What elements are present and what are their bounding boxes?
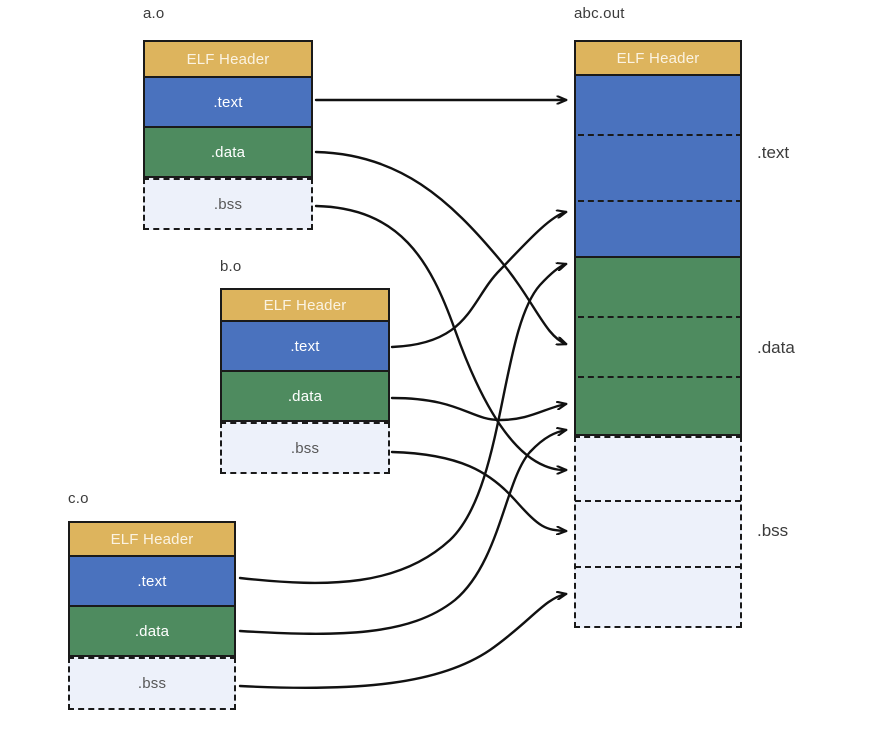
a-o-data-section: .data <box>143 128 313 178</box>
b-o-text-section: .text <box>220 322 390 372</box>
module-title-abc-out: abc.out <box>574 5 625 22</box>
module-title-c-o: c.o <box>68 490 89 507</box>
arrow-co-bss <box>238 594 566 690</box>
abc-out-data-section <box>574 258 742 436</box>
arrow-bo-bss <box>390 450 566 531</box>
output-label-bss: .bss <box>757 521 789 540</box>
abc-out-text-divider-1 <box>578 134 742 136</box>
b-o-data-section: .data <box>220 372 390 422</box>
abc-out-text-section <box>574 76 742 258</box>
output-label-text: .text <box>757 143 790 162</box>
b-o-elf-header: ELF Header <box>220 288 390 322</box>
abc-out-data-divider-2 <box>578 376 742 378</box>
c-o-text-section: .text <box>68 557 236 607</box>
arrow-bo-data <box>390 396 566 422</box>
c-o-bss-section: .bss <box>68 657 236 710</box>
abc-out-bss-section <box>574 436 742 628</box>
arrow-ao-bss <box>314 204 566 470</box>
abc-out-bss-divider-1 <box>575 500 741 502</box>
module-title-a-o: a.o <box>143 5 165 22</box>
abc-out-text-divider-2 <box>578 200 742 202</box>
module-c-o[interactable]: ELF Header .text .data .bss <box>68 521 236 711</box>
arrow-co-text <box>238 264 566 585</box>
c-o-data-section: .data <box>68 607 236 657</box>
module-abc-out[interactable]: ELF Header <box>574 40 742 630</box>
b-o-bss-section: .bss <box>220 422 390 474</box>
a-o-elf-header: ELF Header <box>143 40 313 78</box>
arrow-co-data <box>238 430 566 635</box>
module-a-o[interactable]: ELF Header .text .data .bss <box>143 40 313 232</box>
a-o-text-section: .text <box>143 78 313 128</box>
abc-out-bss-divider-2 <box>575 566 741 568</box>
abc-out-elf-header: ELF Header <box>574 40 742 76</box>
a-o-bss-section: .bss <box>143 178 313 230</box>
arrow-ao-data <box>314 150 566 344</box>
c-o-elf-header: ELF Header <box>68 521 236 557</box>
module-title-b-o: b.o <box>220 258 242 275</box>
module-b-o[interactable]: ELF Header .text .data .bss <box>220 288 390 478</box>
abc-out-data-divider-1 <box>578 316 742 318</box>
arrow-bo-text <box>390 212 566 349</box>
output-label-data: .data <box>757 338 795 357</box>
